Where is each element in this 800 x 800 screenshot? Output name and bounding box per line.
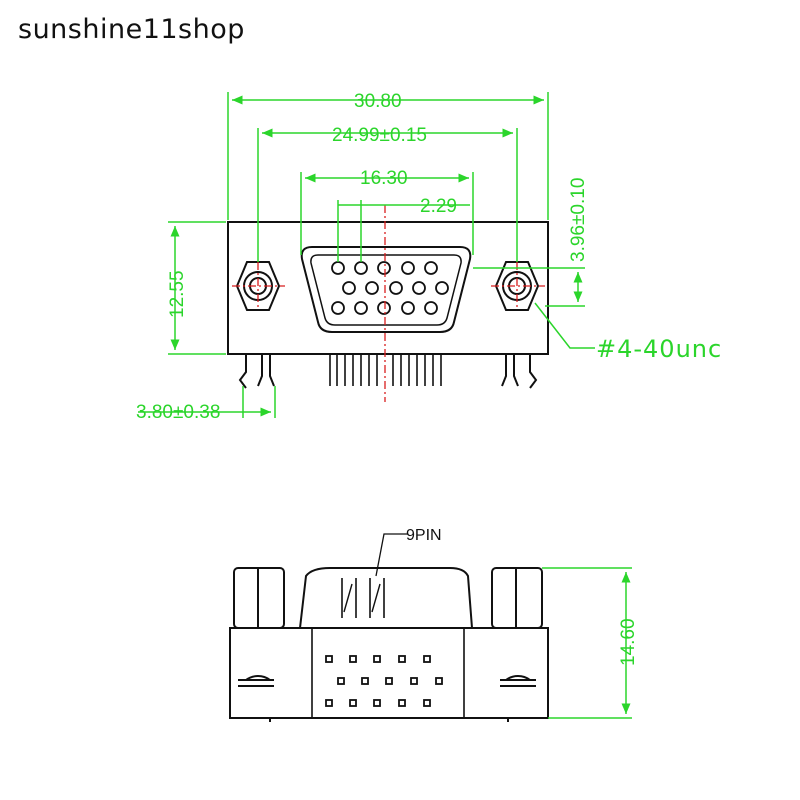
dim-leg-length: 3.80±0.38 [136, 402, 220, 423]
center-lines [232, 205, 545, 402]
board-lock-left [238, 354, 275, 389]
connector-shell [300, 246, 472, 333]
dim-screw-spacing: 24.99±0.15 [332, 125, 427, 146]
dim-shell-width: 16.30 [360, 168, 408, 189]
shop-watermark: sunshine11shop [18, 14, 245, 45]
dim-depth: 14.60 [618, 618, 639, 666]
front-view [227, 221, 549, 389]
side-slot-right [500, 675, 536, 687]
mounting-plate [227, 221, 549, 355]
dim-overall-width: 30.80 [354, 91, 402, 112]
dim-height: 12.55 [167, 270, 188, 318]
board-lock-right [501, 354, 538, 389]
pin-label: 9PIN [406, 527, 442, 544]
front-dimensions [138, 92, 595, 418]
pin-leader [375, 533, 408, 577]
side-dimensions [542, 567, 632, 719]
thread-label: #4-40unc [596, 335, 722, 363]
side-view [229, 567, 549, 722]
dim-screw-offset: 3.96±0.10 [568, 178, 589, 262]
side-pin-block [311, 627, 465, 719]
pin-holes [331, 261, 449, 315]
side-shell [299, 567, 473, 629]
hex-nut-right [494, 261, 540, 311]
dim-pin-pitch: 2.29 [420, 196, 457, 217]
pcb-pins [329, 354, 442, 386]
side-body [229, 627, 549, 719]
hex-nut-left [235, 261, 281, 311]
side-slot-left [238, 675, 274, 687]
side-pin-grid [325, 655, 443, 707]
